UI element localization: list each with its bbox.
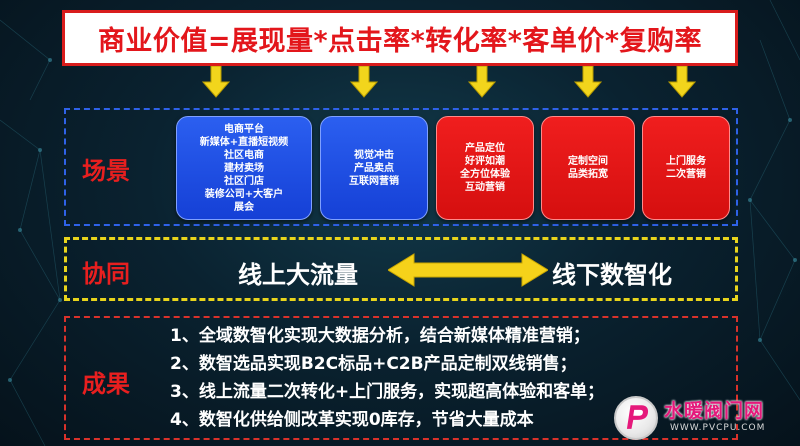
down-arrow-icon [574,66,602,98]
result-item: 2、数智选品实现B2C标品+C2B产品定制双线销售； [170,354,577,374]
card-line: 产品定位 [465,143,505,154]
formula-title: 商业价值=展现量*点击率*转化率*客单价*复购率 [97,25,703,57]
card-line: 全方位体验 [460,169,510,180]
scene-section [64,108,738,226]
card-line: 展会 [234,201,254,213]
formula-banner: 商业价值=展现量*点击率*转化率*客单价*复购率 [62,10,738,66]
result-item: 1、全域数智化实现大数据分析，结合新媒体精准营销； [170,326,590,346]
scene-card-visual: 视觉冲击 产品卖点 互联网营销 [320,116,428,220]
collab-label: 协同 [82,260,130,288]
card-line: 视觉冲击 [354,149,394,161]
result-item: 4、数智化供给侧改革实现0库存，节省大量成本 [170,410,534,430]
card-line: 装修公司+大客户 [204,188,284,200]
scene-card-channels: 电商平台 新媒体+直播短视频 社区电商 建材卖场 社区门店 装修公司+大客户 展… [176,116,312,220]
card-line: 社区电商 [224,149,264,161]
collab-section [64,237,738,301]
down-arrow-icon [350,66,378,98]
down-arrow-icon [202,66,230,98]
card-line: 互联网营销 [349,175,399,187]
card-line: 定制空间 [568,156,608,167]
down-arrow-icon [668,66,696,98]
result-section [64,316,738,440]
card-line: 二次营销 [666,169,706,180]
watermark-url: WWW.PVCPU.COM [670,423,766,433]
card-line: 产品卖点 [354,162,394,174]
card-line: 新媒体+直播短视频 [199,136,289,148]
card-line: 互动营销 [465,182,505,193]
result-list: 1、全域数智化实现大数据分析，结合新媒体精准营销； 2、数智选品实现B2C标品+… [170,322,730,434]
scene-label: 场景 [82,157,130,185]
scene-card-custom: 定制空间 品类拓宽 [541,116,635,220]
card-line: 社区门店 [224,175,264,187]
card-line: 上门服务 [666,156,706,167]
watermark: 水暖阀门网 WWW.PVCPU.COM [614,392,800,446]
offline-digital-text: 线下数智化 [552,261,672,289]
result-item: 3、线上流量二次转化+上门服务，实现超高体验和客单； [170,382,605,402]
online-traffic-text: 线上大流量 [238,261,358,289]
card-line: 建材卖场 [224,162,264,174]
watermark-text: 水暖阀门网 [664,400,765,422]
card-line: 好评如潮 [465,156,505,167]
double-arrow-icon [388,253,548,287]
scene-card-product: 产品定位 好评如潮 全方位体验 互动营销 [436,116,534,220]
watermark-logo-icon [614,396,658,440]
card-line: 电商平台 [224,123,264,135]
card-line: 品类拓宽 [568,169,608,180]
down-arrow-icon [468,66,496,98]
scene-card-service: 上门服务 二次营销 [642,116,730,220]
result-label: 成果 [82,370,130,398]
